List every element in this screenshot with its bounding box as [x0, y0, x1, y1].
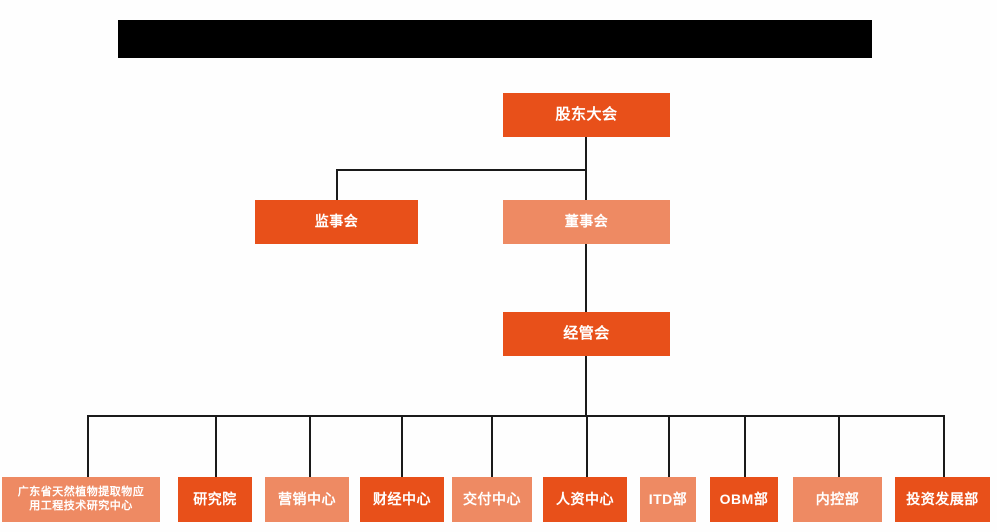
department-node[interactable]: 人资中心: [543, 477, 627, 522]
department-node-label: 交付中心: [463, 490, 521, 507]
connector-department-drop: [491, 415, 493, 477]
department-node[interactable]: 营销中心: [265, 477, 349, 522]
redacted-title-banner: [118, 20, 872, 58]
department-node[interactable]: 研究院: [178, 477, 252, 522]
node-management-committee-label: 经管会: [563, 324, 610, 342]
connector-department-drop: [668, 415, 670, 477]
connector-department-drop: [943, 415, 945, 477]
connector-shareholders-drop: [585, 137, 587, 170]
department-node-label: OBM部: [719, 490, 769, 507]
connector-department-bus: [87, 415, 944, 417]
node-shareholders-meeting[interactable]: 股东大会: [503, 93, 670, 137]
connector-department-drop: [744, 415, 746, 477]
connector-department-drop: [87, 415, 89, 477]
connector-department-drop: [401, 415, 403, 477]
department-node-label: 投资发展部: [906, 490, 979, 507]
department-node-label: 人资中心: [556, 490, 614, 507]
department-node-label: 营销中心: [278, 490, 336, 507]
connector-directors-drop: [585, 169, 587, 201]
node-shareholders-meeting-label: 股东大会: [555, 105, 618, 123]
department-node[interactable]: 财经中心: [360, 477, 444, 522]
connector-department-drop: [586, 415, 588, 477]
node-management-committee[interactable]: 经管会: [503, 312, 670, 356]
connector-directors-to-mgmt: [585, 244, 587, 313]
connector-department-drop: [309, 415, 311, 477]
node-board-of-supervisors-label: 监事会: [314, 213, 359, 230]
department-node-label: 财经中心: [373, 490, 431, 507]
department-node-label: 研究院: [193, 490, 237, 507]
connector-supervisors-drop: [336, 169, 338, 201]
connector-supervisors-bus: [336, 169, 587, 171]
node-board-of-directors[interactable]: 董事会: [503, 200, 670, 244]
connector-department-drop: [215, 415, 217, 477]
department-node-label: 广东省天然植物提取物应 用工程技术研究中心: [17, 485, 145, 512]
department-node[interactable]: OBM部: [710, 477, 778, 522]
connector-department-drop: [838, 415, 840, 477]
node-board-of-directors-label: 董事会: [564, 213, 609, 230]
department-node-label: 内控部: [815, 490, 860, 507]
department-node[interactable]: ITD部: [640, 477, 696, 522]
connector-mgmt-to-bus: [585, 356, 587, 416]
department-node[interactable]: 交付中心: [452, 477, 532, 522]
node-board-of-supervisors[interactable]: 监事会: [255, 200, 418, 244]
department-node[interactable]: 广东省天然植物提取物应 用工程技术研究中心: [2, 477, 160, 522]
department-node[interactable]: 投资发展部: [895, 477, 990, 522]
department-node-label: ITD部: [648, 490, 688, 507]
department-node[interactable]: 内控部: [793, 477, 882, 522]
